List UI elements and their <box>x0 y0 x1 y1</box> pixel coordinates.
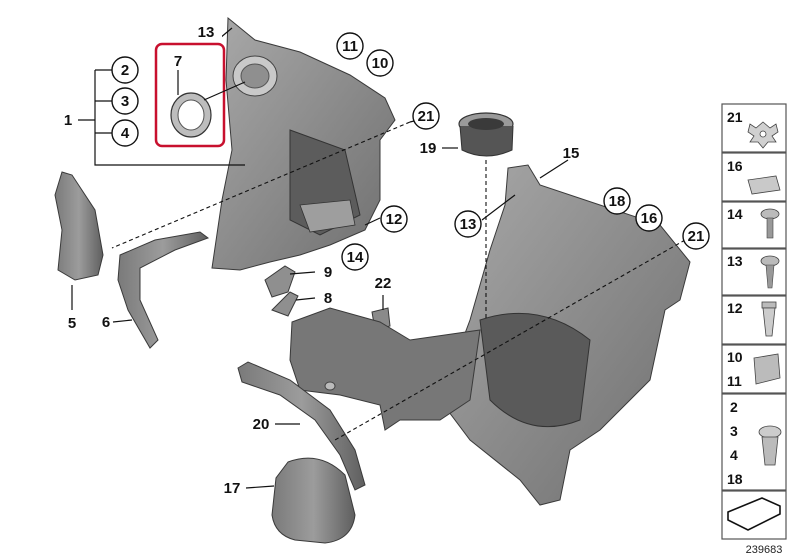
svg-text:10: 10 <box>372 55 389 72</box>
highlight-box-7 <box>154 42 226 148</box>
fastener-legend: 21 16 14 13 12 10 11 <box>721 103 787 540</box>
svg-text:14: 14 <box>347 249 364 266</box>
part-19-cup <box>458 112 514 157</box>
svg-text:9: 9 <box>324 264 332 281</box>
part-20-trim <box>237 361 366 491</box>
clip-10-11-icon <box>753 353 781 385</box>
callout-13-top: 13 <box>190 20 222 42</box>
svg-text:13: 13 <box>727 253 743 269</box>
callout-13-mid: 13 <box>454 210 482 238</box>
callout-6: 6 <box>102 314 110 331</box>
svg-text:8: 8 <box>324 290 332 307</box>
part-8-clip <box>271 291 299 317</box>
callout-14: 14 <box>341 243 369 271</box>
svg-text:11: 11 <box>342 38 358 55</box>
callout-8: 8 <box>324 290 332 307</box>
callout-7: 7 <box>174 53 182 70</box>
svg-text:17: 17 <box>224 480 241 497</box>
svg-text:21: 21 <box>727 109 743 125</box>
svg-text:4: 4 <box>730 447 738 463</box>
svg-text:12: 12 <box>727 300 743 316</box>
left-trim-panel <box>211 16 396 271</box>
svg-text:10: 10 <box>727 349 743 365</box>
svg-text:16: 16 <box>641 210 658 227</box>
callout-4: 4 <box>111 119 139 147</box>
part-6-trim <box>117 231 210 349</box>
callout-10-top: 10 <box>366 49 394 77</box>
callout-21-left: 21 <box>412 102 440 130</box>
callout-11: 11 <box>336 32 364 60</box>
svg-text:15: 15 <box>563 145 580 162</box>
callout-17: 17 <box>224 480 241 497</box>
svg-text:18: 18 <box>727 471 743 487</box>
svg-text:19: 19 <box>420 140 437 157</box>
svg-text:16: 16 <box>727 158 743 174</box>
part-9-clip <box>264 265 296 298</box>
svg-text:2: 2 <box>730 399 738 415</box>
svg-text:18: 18 <box>609 193 626 210</box>
svg-text:3: 3 <box>730 423 738 439</box>
lower-panel <box>289 307 481 431</box>
clip-16-icon <box>747 175 781 195</box>
callout-21-right: 21 <box>682 222 710 250</box>
svg-text:2: 2 <box>121 62 129 79</box>
svg-text:21: 21 <box>418 108 435 125</box>
callout-2: 2 <box>111 56 139 84</box>
screw-13-icon <box>760 255 780 289</box>
panel-symbol-icon <box>727 497 781 531</box>
callout-19: 19 <box>420 140 437 157</box>
callout-16: 16 <box>635 204 663 232</box>
part-17-cover <box>271 457 356 544</box>
svg-text:4: 4 <box>121 125 130 142</box>
callout-20: 20 <box>253 416 270 433</box>
svg-text:13: 13 <box>460 216 477 233</box>
clip-2-3-4-18-icon <box>758 425 782 466</box>
svg-text:22: 22 <box>375 275 392 292</box>
callout-15: 15 <box>563 145 580 162</box>
part-5-trim <box>54 171 104 281</box>
callout-9: 9 <box>324 264 332 281</box>
clip-12-icon <box>761 301 777 337</box>
svg-text:12: 12 <box>386 211 403 228</box>
screw-14-icon <box>760 208 780 239</box>
svg-text:3: 3 <box>121 93 129 110</box>
svg-text:7: 7 <box>174 53 182 70</box>
svg-text:5: 5 <box>68 315 76 332</box>
svg-text:6: 6 <box>102 314 110 331</box>
callout-18: 18 <box>603 187 631 215</box>
clip-21-icon <box>747 121 779 149</box>
svg-text:20: 20 <box>253 416 270 433</box>
callout-12: 12 <box>380 205 408 233</box>
callout-3: 3 <box>111 87 139 115</box>
svg-text:11: 11 <box>727 373 742 389</box>
callout-1: 1 <box>64 112 72 129</box>
svg-text:14: 14 <box>727 206 743 222</box>
svg-text:21: 21 <box>688 228 705 245</box>
svg-text:13: 13 <box>198 24 215 41</box>
diagram-number: 239683 <box>746 544 783 556</box>
callout-22: 22 <box>375 275 392 292</box>
svg-text:1: 1 <box>64 112 72 129</box>
part-7-ring <box>170 92 212 138</box>
callout-5: 5 <box>68 315 76 332</box>
